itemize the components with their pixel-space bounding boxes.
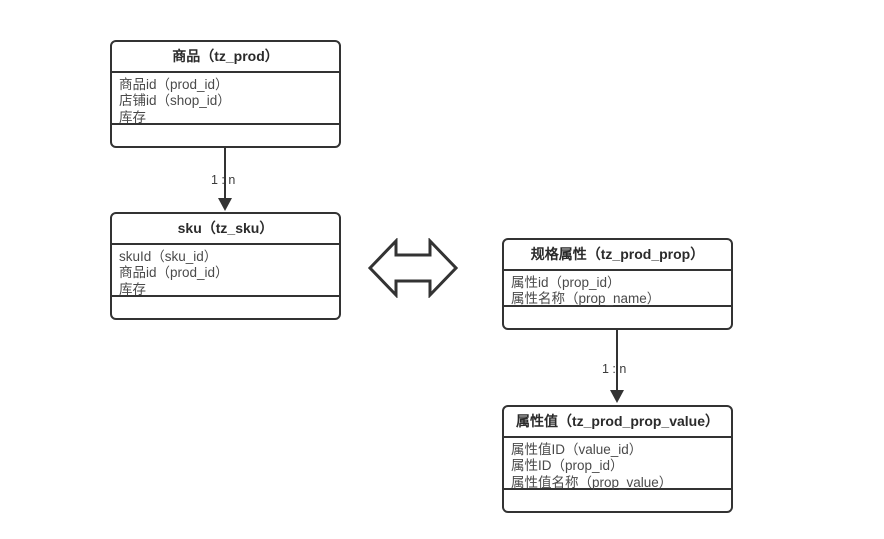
arrowhead-icon — [610, 390, 624, 403]
relationship-prod-to-sku — [218, 148, 232, 212]
entity-field: 属性名称（prop_name） — [511, 291, 661, 307]
entity-fields: skuId（sku_id） 商品id（prod_id） 库存 — [112, 245, 339, 297]
entity-title: sku（tz_sku） — [112, 214, 339, 245]
entity-tz-prod-prop-value[interactable]: 属性值（tz_prod_prop_value） 属性值ID（value_id） … — [502, 405, 733, 513]
entity-fields: 属性id（prop_id） 属性名称（prop_name） — [504, 271, 731, 307]
entity-field: 商品id（prod_id） — [119, 76, 229, 92]
entity-field: 属性值名称（prop_value） — [511, 474, 673, 490]
connector-line — [224, 148, 226, 200]
entity-title: 规格属性（tz_prod_prop） — [504, 240, 731, 271]
entity-field: 商品id（prod_id） — [119, 265, 229, 281]
entity-field: 属性值ID（value_id） — [511, 441, 643, 457]
entity-title: 属性值（tz_prod_prop_value） — [504, 407, 731, 438]
entity-field: 库存 — [119, 281, 146, 297]
arrowhead-icon — [218, 198, 232, 211]
entity-fields: 商品id（prod_id） 店铺id（shop_id） 库存 — [112, 73, 339, 125]
connector-line — [616, 330, 618, 392]
entity-tz-sku[interactable]: sku（tz_sku） skuId（sku_id） 商品id（prod_id） … — [110, 212, 341, 320]
relationship-prop-to-prop-value — [610, 330, 624, 405]
cardinality-label: 1 : n — [602, 362, 627, 376]
entity-tz-prod-prop[interactable]: 规格属性（tz_prod_prop） 属性id（prop_id） 属性名称（pr… — [502, 238, 733, 330]
entity-tz-prod[interactable]: 商品（tz_prod） 商品id（prod_id） 店铺id（shop_id） … — [110, 40, 341, 148]
entity-fields: 属性值ID（value_id） 属性ID（prop_id） 属性值名称（prop… — [504, 438, 731, 490]
entity-field: skuId（sku_id） — [119, 248, 218, 264]
cardinality-label: 1 : n — [211, 173, 236, 187]
double-headed-arrow-icon — [367, 237, 459, 299]
entity-field: 库存 — [119, 109, 146, 125]
entity-field: 属性ID（prop_id） — [511, 458, 624, 474]
entity-title: 商品（tz_prod） — [112, 42, 339, 73]
entity-field: 属性id（prop_id） — [511, 274, 621, 290]
entity-field: 店铺id（shop_id） — [119, 93, 231, 109]
